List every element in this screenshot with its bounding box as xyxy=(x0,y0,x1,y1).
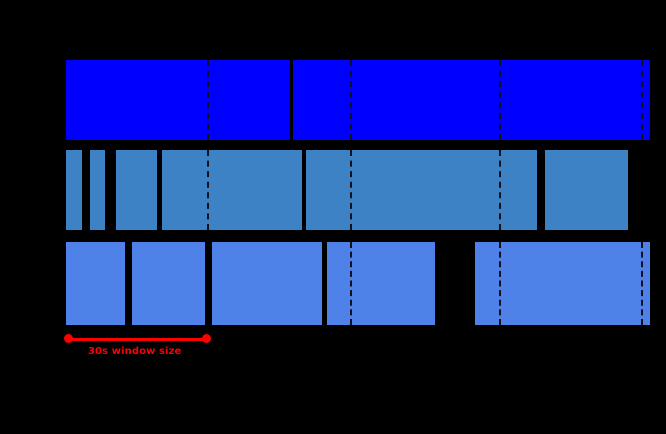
track-segment[interactable] xyxy=(116,150,157,230)
track-segment[interactable] xyxy=(66,60,290,140)
track-row-3 xyxy=(0,242,666,325)
track-segment[interactable] xyxy=(306,150,537,230)
track-segment[interactable] xyxy=(66,150,82,230)
track-segment[interactable] xyxy=(293,60,650,140)
window-size-measure-cap-left xyxy=(64,334,73,343)
track-segment[interactable] xyxy=(327,242,435,325)
track-segment[interactable] xyxy=(66,242,125,325)
track-segment[interactable] xyxy=(132,242,205,325)
track-segment[interactable] xyxy=(212,242,322,325)
track-row-2 xyxy=(0,150,666,230)
window-size-label: 30s window size xyxy=(88,346,182,357)
window-size-measure-cap-right xyxy=(202,334,211,343)
track-segment[interactable] xyxy=(162,150,302,230)
track-segment[interactable] xyxy=(545,150,628,230)
track-segment[interactable] xyxy=(90,150,105,230)
track-row-1 xyxy=(0,60,666,140)
track-segment[interactable] xyxy=(475,242,650,325)
window-size-measure-line xyxy=(68,338,207,341)
